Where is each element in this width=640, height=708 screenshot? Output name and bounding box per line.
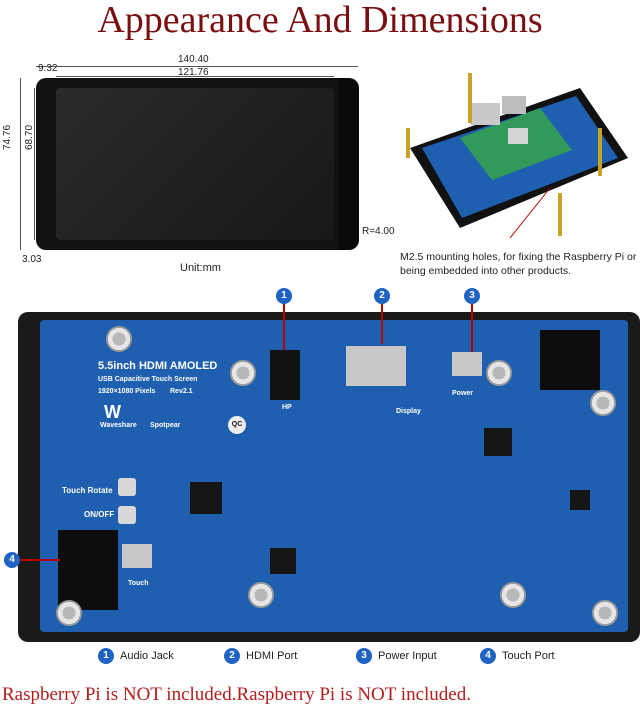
brand-spotpear: Spotpear — [150, 422, 181, 429]
regulator-chip — [270, 548, 296, 574]
label-power: Power — [452, 390, 474, 397]
footer-notice: Raspberry Pi is NOT included.Raspberry P… — [2, 684, 471, 705]
callout-line-1 — [283, 304, 285, 350]
audio-jack-port — [270, 350, 300, 400]
callout-line-4 — [20, 559, 60, 561]
callout-line-2 — [381, 304, 383, 344]
board-rev: Rev2.1 — [170, 388, 193, 395]
mount-hole — [106, 326, 132, 352]
power-usb-port — [452, 352, 482, 376]
product-photo-illustration — [406, 73, 628, 238]
onoff-button — [118, 506, 136, 524]
legend-number: 1 — [98, 648, 114, 664]
mount-hole — [248, 582, 274, 608]
dim-bottom-offset: 3.03 — [22, 254, 42, 265]
dim-width-total: 140.40 — [178, 54, 209, 65]
label-hp: HP — [282, 404, 292, 411]
qc-sticker: QC — [228, 416, 246, 434]
legend-number: 2 — [224, 648, 240, 664]
legend-power-input: 3 Power Input — [356, 648, 437, 664]
black-tape — [540, 330, 600, 390]
driver-chip — [484, 428, 512, 456]
dim-radius: R=4.00 — [362, 226, 395, 237]
waveshare-logo: W — [104, 402, 121, 422]
brand-waveshare: Waveshare — [100, 422, 137, 429]
label-display: Display — [396, 408, 421, 415]
legend-number: 3 — [356, 648, 372, 664]
legend-audio-jack: 1 Audio Jack — [98, 648, 174, 664]
board-title: 5.5inch HDMI AMOLED — [98, 360, 218, 372]
mount-hole — [486, 360, 512, 386]
display-front-view — [36, 78, 359, 250]
label-onoff: ON/OFF — [84, 510, 115, 519]
callout-2: 2 — [374, 288, 390, 304]
legend-label: Power Input — [378, 650, 437, 662]
dim-height-screen: 68.70 — [24, 124, 35, 150]
mounting-caption: M2.5 mounting holes, for fixing the Rasp… — [400, 251, 637, 277]
mount-hole — [592, 600, 618, 626]
legend-touch-port: 4 Touch Port — [480, 648, 555, 664]
touch-usb-port — [122, 544, 152, 568]
dim-height-total: 74.76 — [2, 124, 13, 150]
board-spec: 1920×1080 Pixels — [98, 388, 156, 395]
legend-number: 4 — [480, 648, 496, 664]
page-title: Appearance And Dimensions — [97, 0, 543, 41]
callout-line-3 — [471, 304, 473, 352]
legend-label: Audio Jack — [120, 650, 174, 662]
legend-label: HDMI Port — [246, 650, 298, 662]
dim-left-margin: 9.32 — [38, 63, 58, 74]
unit-label: Unit:mm — [180, 262, 221, 274]
callout-3: 3 — [464, 288, 480, 304]
callout-4: 4 — [4, 552, 20, 568]
mount-hole — [230, 360, 256, 386]
mount-hole — [56, 600, 82, 626]
mount-hole — [500, 582, 526, 608]
label-touch-rotate: Touch Rotate — [62, 486, 113, 495]
board-rear-view: 5.5inch HDMI AMOLED USB Capacitive Touch… — [18, 312, 640, 642]
hdmi-port — [346, 346, 406, 386]
mount-hole — [590, 390, 616, 416]
touch-fpc — [58, 530, 118, 610]
pcb-board: 5.5inch HDMI AMOLED USB Capacitive Touch… — [40, 320, 628, 632]
controller-chip — [190, 482, 222, 514]
legend-hdmi-port: 2 HDMI Port — [224, 648, 297, 664]
display-screen-area — [56, 88, 334, 240]
board-subtitle: USB Capacitive Touch Screen — [98, 376, 198, 383]
legend-label: Touch Port — [502, 650, 555, 662]
touch-rotate-button — [118, 478, 136, 496]
small-chip — [570, 490, 590, 510]
dim-width-screen: 121.76 — [178, 67, 209, 78]
callout-1: 1 — [276, 288, 292, 304]
label-touch: Touch — [128, 580, 149, 587]
